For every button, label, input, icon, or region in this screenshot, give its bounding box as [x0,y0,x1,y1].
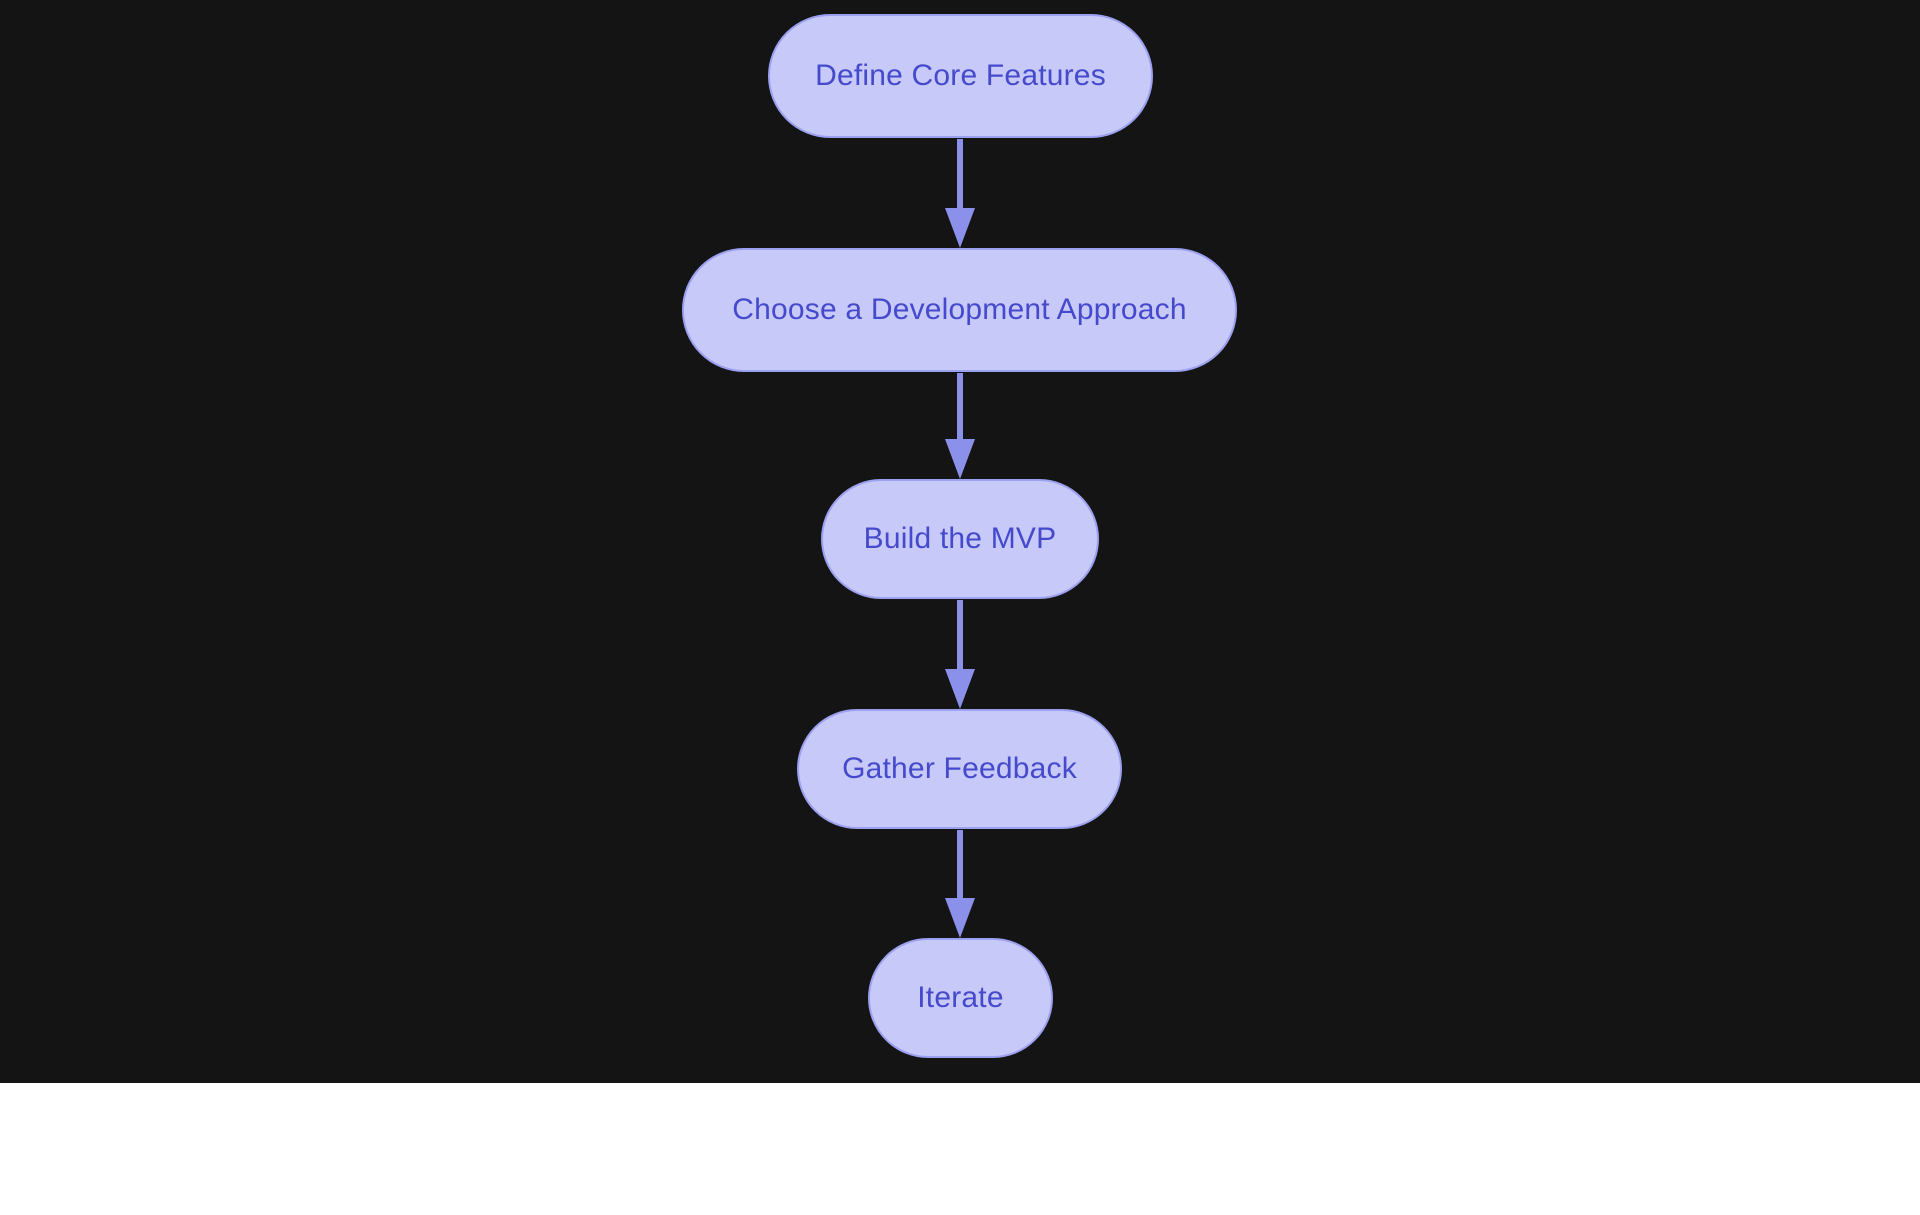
arrow-edge-2 [945,373,975,479]
diagram-canvas: Define Core Features Choose a Developmen… [0,0,1920,1083]
footer-band [0,1083,1920,1215]
flow-node-gather-feedback[interactable]: Gather Feedback [797,709,1122,829]
arrow-edge-1 [945,139,975,248]
flow-node-choose-development-approach[interactable]: Choose a Development Approach [682,248,1237,372]
arrow-edge-4 [945,830,975,938]
flow-node-iterate[interactable]: Iterate [868,938,1053,1058]
flow-node-label: Gather Feedback [842,752,1077,785]
flow-node-label: Iterate [917,981,1004,1014]
flow-node-label: Build the MVP [863,522,1057,555]
flow-node-build-the-mvp[interactable]: Build the MVP [821,479,1099,599]
arrow-edge-3 [945,600,975,709]
flow-node-label: Choose a Development Approach [732,293,1187,326]
flow-node-define-core-features[interactable]: Define Core Features [768,14,1153,138]
flow-node-label: Define Core Features [815,59,1106,92]
